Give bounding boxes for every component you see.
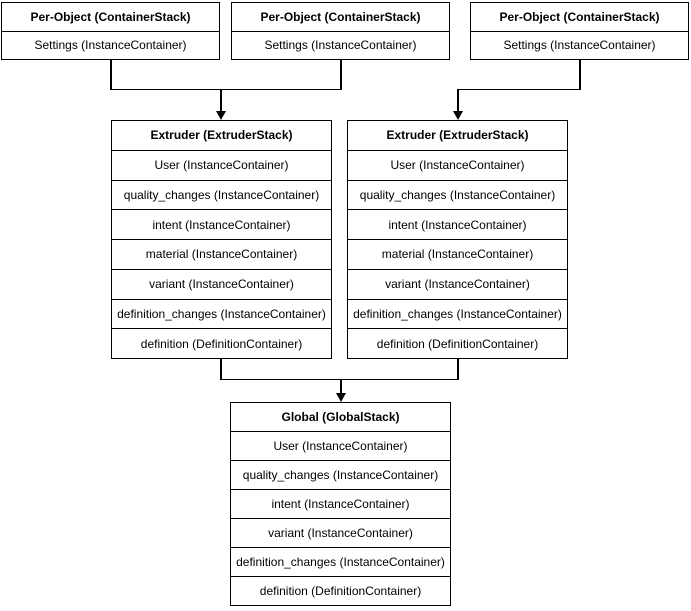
connector-per-object-1-drop <box>110 59 112 90</box>
row-quality-changes: quality_changes (InstanceContainer) <box>348 179 567 210</box>
node-title: Extruder (ExtruderStack) <box>386 128 529 143</box>
connector-extruder-left-drop <box>220 358 222 380</box>
connector-per-object-2-drop <box>340 59 342 90</box>
node-global: Global (GlobalStack) User (InstanceConta… <box>230 402 451 606</box>
node-per-object-2: Per-Object (ContainerStack) Settings (In… <box>231 2 450 60</box>
row-variant: variant (InstanceContainer) <box>231 518 450 547</box>
row-intent: intent (InstanceContainer) <box>348 209 567 239</box>
arrowhead-down-icon <box>336 393 346 402</box>
row-quality-changes: quality_changes (InstanceContainer) <box>231 460 450 489</box>
connector-arrow-global-shaft <box>340 378 342 394</box>
row-definition-changes: definition_changes (InstanceContainer) <box>112 298 331 329</box>
row-intent: intent (InstanceContainer) <box>231 489 450 518</box>
row-definition: definition (DefinitionContainer) <box>112 328 331 358</box>
row-quality-changes: quality_changes (InstanceContainer) <box>112 179 331 210</box>
row-settings: Settings (InstanceContainer) <box>232 30 449 60</box>
connector-arrow-right-shaft <box>457 88 459 112</box>
row-user: User (InstanceContainer) <box>348 149 567 180</box>
row-definition: definition (DefinitionContainer) <box>348 328 567 358</box>
row-variant: variant (InstanceContainer) <box>348 268 567 299</box>
node-title: Per-Object (ContainerStack) <box>30 9 191 24</box>
connector-elbow-right <box>457 88 581 90</box>
node-title: Per-Object (ContainerStack) <box>260 9 421 24</box>
row-user: User (InstanceContainer) <box>112 149 331 180</box>
row-definition: definition (DefinitionContainer) <box>231 576 450 605</box>
node-title: Extruder (ExtruderStack) <box>150 128 293 143</box>
row-user: User (InstanceContainer) <box>231 431 450 460</box>
node-title: Per-Object (ContainerStack) <box>499 9 660 24</box>
arrowhead-down-icon <box>453 111 463 120</box>
node-per-object-3: Per-Object (ContainerStack) Settings (In… <box>470 2 689 60</box>
row-material: material (InstanceContainer) <box>112 239 331 269</box>
node-extruder-right: Extruder (ExtruderStack) User (InstanceC… <box>347 120 568 359</box>
connector-per-object-3-drop <box>579 59 581 90</box>
connector-arrow-left-shaft <box>220 88 222 112</box>
row-intent: intent (InstanceContainer) <box>112 209 331 239</box>
row-material: material (InstanceContainer) <box>348 239 567 269</box>
row-settings: Settings (InstanceContainer) <box>2 30 219 60</box>
row-definition-changes: definition_changes (InstanceContainer) <box>348 298 567 329</box>
connector-merge-bottom <box>220 378 459 380</box>
connector-merge-left <box>110 88 342 90</box>
row-settings: Settings (InstanceContainer) <box>471 30 688 60</box>
node-title: Global (GlobalStack) <box>281 410 400 424</box>
node-per-object-1: Per-Object (ContainerStack) Settings (In… <box>1 2 220 60</box>
node-extruder-left: Extruder (ExtruderStack) User (InstanceC… <box>111 120 332 359</box>
arrowhead-down-icon <box>216 111 226 120</box>
connector-extruder-right-drop <box>457 358 459 380</box>
row-variant: variant (InstanceContainer) <box>112 268 331 299</box>
row-definition-changes: definition_changes (InstanceContainer) <box>231 547 450 576</box>
